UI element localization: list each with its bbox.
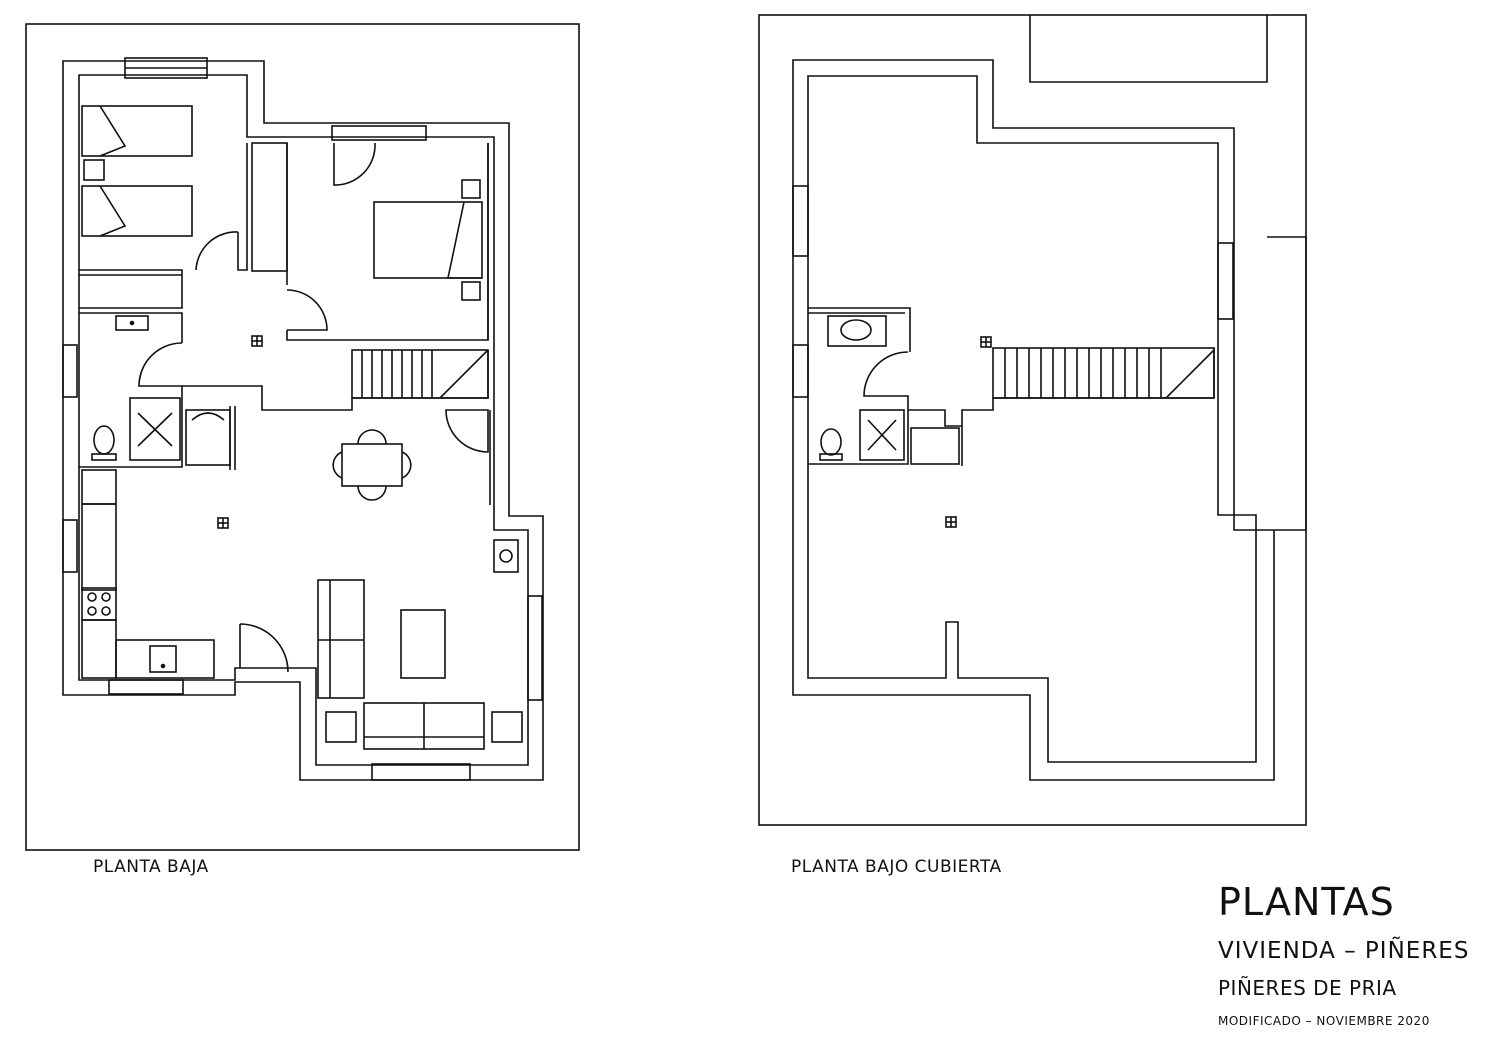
chair [357, 485, 387, 501]
toilet-tank [819, 453, 843, 461]
toilet-bowl [93, 425, 115, 455]
title-block-revision: MODIFICADO – NOVIEMBRE 2020 [1218, 1014, 1430, 1028]
window [792, 185, 809, 257]
corridor-wall [182, 350, 489, 411]
door-swing [195, 231, 239, 271]
appliance [493, 539, 519, 573]
hall-wall [237, 143, 248, 271]
burner [87, 592, 97, 602]
door-swing [333, 142, 376, 186]
dining-table [341, 443, 403, 487]
ground-floor-frame [25, 23, 580, 851]
staircase [992, 347, 1215, 399]
attic-floor-label: PLANTA BAJO CUBIERTA [791, 857, 1002, 877]
coffee-table [400, 609, 446, 679]
stair-treads [361, 350, 433, 398]
door-swing [286, 289, 328, 331]
bed-sheet [99, 185, 127, 237]
chair [357, 429, 387, 445]
attic-floor-frame [758, 14, 1307, 826]
chair [401, 451, 412, 479]
kitchen-counter [115, 639, 215, 679]
ground-floor-label: PLANTA BAJA [93, 857, 209, 877]
double-bed [373, 201, 483, 279]
shower [129, 397, 181, 461]
window [792, 344, 809, 398]
ground-floor-inner-wall [78, 74, 529, 766]
burner [101, 606, 111, 616]
storage-door [191, 412, 225, 421]
wardrobe [251, 142, 288, 272]
bathroom-wall [79, 396, 183, 468]
bedroom2-wall [286, 143, 489, 341]
toilet-tank [91, 453, 117, 461]
washbasin-bowl [840, 319, 872, 341]
title-block-location: PIÑERES DE PRIA [1218, 976, 1397, 1000]
window [527, 595, 543, 701]
door-swing [138, 342, 183, 396]
title-block-title: PLANTAS [1218, 880, 1395, 924]
chair [332, 451, 343, 479]
burner [87, 606, 97, 616]
burner [101, 592, 111, 602]
single-bed [81, 105, 193, 157]
kitchen-counter [81, 503, 117, 591]
window [1217, 242, 1234, 320]
window [62, 344, 78, 398]
stair-treads [1004, 348, 1162, 398]
attic-bathroom-wall [808, 410, 909, 465]
roof-outline [1029, 15, 1268, 83]
bedroom1-partition [79, 269, 183, 309]
stair-landing [439, 349, 489, 399]
ground-floor-plan [25, 23, 580, 851]
side-table [325, 711, 357, 743]
side-table [491, 711, 523, 743]
toilet-bowl [820, 428, 842, 456]
sink-drain [160, 663, 166, 669]
nightstand [461, 281, 481, 301]
stair-opening-wall [908, 348, 1215, 427]
storage [185, 409, 231, 466]
stair-landing [1165, 349, 1215, 399]
attic-bathroom-wall [808, 307, 911, 352]
sofa [317, 579, 365, 699]
window [331, 125, 427, 141]
appliance-circle [499, 549, 513, 563]
door-swing [445, 409, 489, 453]
storage [910, 427, 960, 465]
window [108, 679, 184, 695]
staircase [351, 349, 489, 399]
fridge [81, 469, 117, 505]
washbasin [827, 315, 887, 347]
kitchen-sink [149, 645, 177, 673]
shower-cross [867, 419, 897, 451]
shower-cross [137, 412, 173, 447]
bed-sheet [447, 201, 482, 279]
window [371, 763, 471, 781]
entrance-door [239, 623, 289, 673]
shower [859, 409, 905, 461]
door-swing [863, 351, 909, 410]
window [62, 519, 78, 573]
attic-inner-wall [807, 75, 1257, 763]
cooktop [81, 587, 117, 621]
attic-floor-plan [758, 14, 1307, 826]
washbasin-drain [129, 320, 135, 326]
washbasin [115, 315, 149, 331]
nightstand [83, 159, 105, 181]
ground-floor-outer-wall [62, 60, 544, 781]
bed-sheet [99, 105, 127, 157]
title-block-subtitle: VIVIENDA – PIÑERES [1218, 938, 1470, 964]
roof-outline [792, 59, 1307, 781]
bathroom-wall [79, 312, 183, 343]
kitchen-counter [81, 619, 117, 679]
single-bed [81, 185, 193, 237]
nightstand [461, 179, 481, 199]
